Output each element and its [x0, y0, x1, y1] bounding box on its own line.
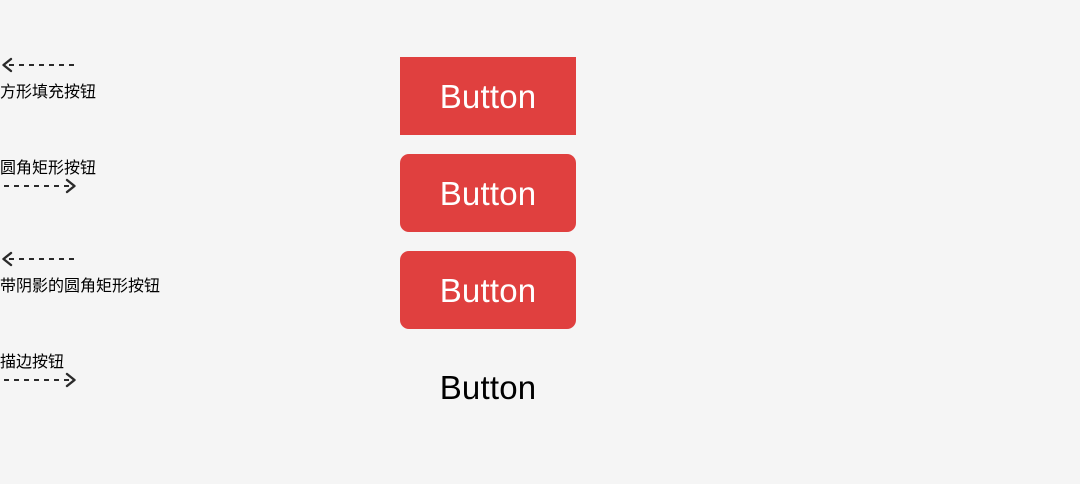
button-spec-row-shadow: Button 带阴影的圆角矩形按钮: [0, 251, 1080, 329]
connector-arrow-right-icon: [0, 372, 1080, 393]
connector-arrow-left-icon: [0, 57, 1080, 78]
annotation-label-square: 方形填充按钮: [0, 84, 97, 101]
button-spec-row-outline: 描边按钮 Button: [0, 348, 1080, 426]
button-outline[interactable]: Button: [439, 368, 537, 406]
button-spec-row-square: Button 方形填充按钮: [0, 57, 1080, 135]
button-filled-rounded[interactable]: Button: [400, 154, 576, 232]
button-spec-row-rounded: 圆角矩形按钮 Button: [0, 154, 1080, 232]
annotation-label-rounded: 圆角矩形按钮: [0, 160, 97, 177]
button-filled-square[interactable]: Button: [400, 57, 576, 135]
annotation-label-shadow: 带阴影的圆角矩形按钮: [0, 278, 161, 295]
connector-arrow-right-icon: [0, 178, 1080, 199]
connector-arrow-left-icon: [0, 251, 1080, 272]
button-filled-rounded-shadow[interactable]: Button: [400, 251, 576, 329]
annotation-label-outline: 描边按钮: [0, 354, 65, 371]
